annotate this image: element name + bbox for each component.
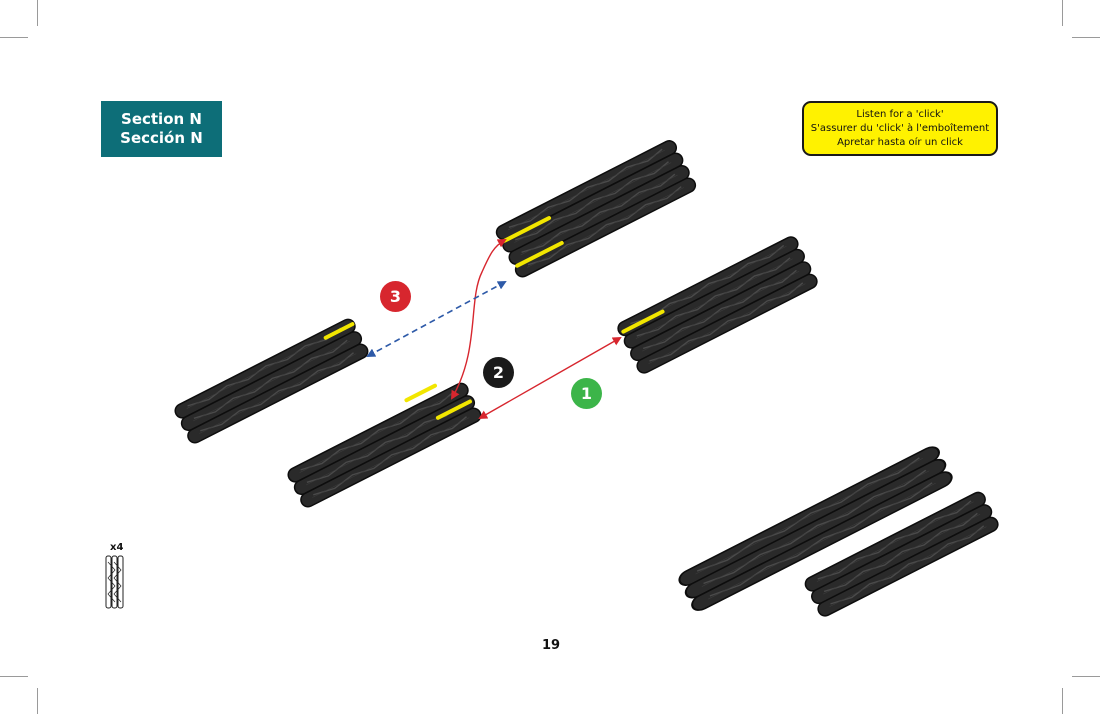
step-3-arrow <box>366 281 507 357</box>
crop-mark <box>1062 0 1063 26</box>
crop-mark <box>0 37 28 38</box>
step-badge-1: 1 <box>571 378 602 409</box>
beam-assembly-finished <box>675 443 1002 620</box>
crop-mark <box>1062 688 1063 714</box>
section-title-es: Sección N <box>120 129 203 147</box>
highlight-strip <box>435 399 472 420</box>
crop-mark <box>1072 37 1100 38</box>
step-badge-3: 3 <box>380 281 411 312</box>
page-number: 19 <box>541 638 561 653</box>
crop-mark <box>37 688 38 714</box>
beam-assembly-left <box>172 316 371 446</box>
click-tip-box: Listen for a 'click' S'assurer du 'click… <box>802 101 998 156</box>
highlight-strip <box>502 216 552 243</box>
step-1-arrow <box>478 337 622 419</box>
crop-mark <box>1072 676 1100 677</box>
beam-assembly-top <box>493 137 699 280</box>
click-tip-en: Listen for a 'click' <box>856 108 944 120</box>
highlight-strip <box>404 383 437 403</box>
highlight-strip <box>515 241 564 268</box>
highlight-strip <box>323 322 355 340</box>
crop-mark <box>0 676 28 677</box>
section-title-en: Section N <box>121 110 202 128</box>
parts-quantity-icon <box>105 555 124 609</box>
parts-quantity: x4 <box>110 542 124 553</box>
crop-mark <box>37 0 38 26</box>
section-label: Section N Sección N <box>101 101 222 157</box>
step-badge-2: 2 <box>483 357 514 388</box>
beam-assembly-right <box>614 233 821 377</box>
click-tip-fr: S'assurer du 'click' à l'emboîtement <box>810 122 990 134</box>
beam-assembly-middle <box>285 380 484 510</box>
step-2-arrow <box>450 239 507 400</box>
highlight-strip <box>621 309 665 334</box>
click-tip-es: Apretar hasta oír un click <box>837 136 963 148</box>
